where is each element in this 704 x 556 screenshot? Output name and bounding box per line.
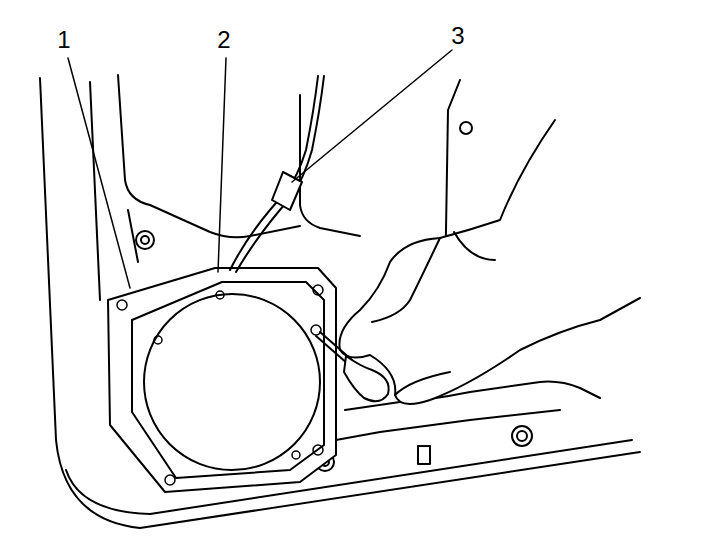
callout-number: 3	[450, 24, 465, 48]
bolt-hole	[512, 426, 532, 446]
panel-contour	[118, 75, 300, 237]
screwdriver-shaft	[316, 336, 348, 364]
screws	[117, 285, 323, 485]
hand	[454, 232, 495, 260]
door-edge	[40, 78, 640, 528]
panel-contour	[300, 95, 360, 236]
screwdriver-handle	[344, 356, 389, 401]
bolt-hole	[136, 231, 154, 249]
hand	[372, 238, 440, 322]
panel-contour	[336, 410, 560, 440]
bolt-hole	[141, 236, 149, 244]
clip-slot	[418, 446, 430, 464]
speaker-wire	[236, 76, 324, 272]
leader-line	[292, 50, 452, 182]
small-hole	[460, 122, 472, 134]
hand	[339, 120, 640, 404]
leader-line	[68, 58, 130, 288]
callout-number: 2	[216, 28, 231, 52]
speaker-cone	[144, 294, 320, 470]
leader-line	[218, 58, 226, 272]
speaker-bracket	[108, 268, 336, 492]
door-edge	[90, 82, 100, 300]
speaker-frame	[132, 282, 324, 478]
hand	[395, 372, 450, 395]
callout-number: 1	[56, 28, 71, 52]
bolt-hole	[517, 431, 527, 441]
